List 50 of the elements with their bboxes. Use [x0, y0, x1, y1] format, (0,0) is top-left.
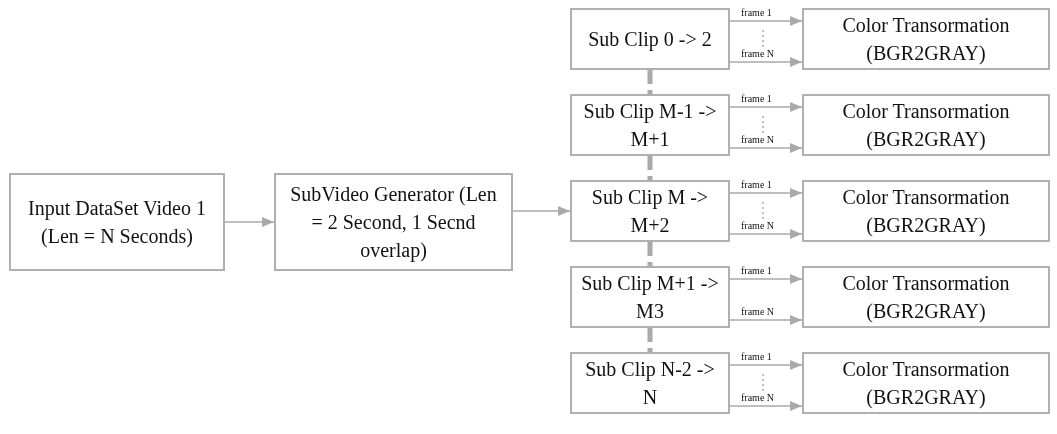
arrow	[729, 188, 803, 198]
arrow	[729, 143, 803, 153]
process-box	[570, 180, 730, 242]
connector-line	[647, 328, 653, 352]
process-box	[802, 94, 1050, 156]
box-text: Sub Clip M-1 -> M+1	[582, 99, 718, 152]
connector-line	[647, 242, 653, 266]
box-text: Color Transormation (BGR2GRAY)	[841, 357, 1011, 410]
box-text: Color Transormation (BGR2GRAY)	[841, 271, 1011, 324]
edge-label: frame N	[740, 306, 776, 317]
edge-label: frame 1	[740, 179, 773, 190]
box-text: SubVideo Generator (Len = 2 Second, 1 Secnd overlap)	[289, 182, 498, 264]
arrow	[729, 102, 803, 112]
box-text: Sub Clip M+1 -> M3	[580, 271, 720, 324]
process-box	[9, 173, 225, 271]
box-text: Input DataSet Video 1 (Len = N Seconds)	[27, 196, 207, 250]
arrow	[729, 315, 803, 325]
arrow	[729, 360, 803, 370]
box-text: Color Transormation (BGR2GRAY)	[841, 99, 1011, 152]
process-box	[802, 266, 1050, 328]
edge-label: frame N	[740, 134, 776, 145]
process-box	[802, 8, 1050, 70]
arrow	[729, 57, 803, 67]
edge-label: frame 1	[740, 265, 773, 276]
box-text: Sub Clip 0 -> 2	[588, 27, 712, 53]
edge-label: frame N	[740, 392, 776, 403]
arrow	[729, 229, 803, 239]
arrow	[729, 16, 803, 26]
arrow	[512, 206, 571, 216]
edge-label: frame 1	[740, 351, 773, 362]
process-box	[570, 94, 730, 156]
box-text: Sub Clip N-2 -> N	[584, 357, 716, 410]
process-box	[274, 173, 513, 271]
box-text: Color Transormation (BGR2GRAY)	[841, 185, 1011, 238]
process-box	[570, 352, 730, 414]
connector-line	[647, 156, 653, 180]
connector-line	[647, 70, 653, 94]
box-text: Color Transormation (BGR2GRAY)	[841, 13, 1011, 66]
edge-label: frame N	[740, 220, 776, 231]
arrow	[729, 274, 803, 284]
edge-label: frame 1	[740, 7, 773, 18]
process-box	[802, 180, 1050, 242]
process-box	[802, 352, 1050, 414]
process-box	[570, 8, 730, 70]
edge-label: frame 1	[740, 93, 773, 104]
edge-label: frame N	[740, 48, 776, 59]
arrow	[729, 401, 803, 411]
arrow	[224, 217, 275, 227]
box-text: Sub Clip M -> M+2	[590, 185, 710, 238]
process-box	[570, 266, 730, 328]
